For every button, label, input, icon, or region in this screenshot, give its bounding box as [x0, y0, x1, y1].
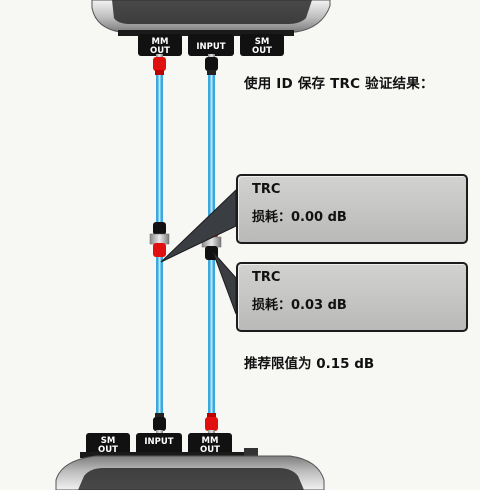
top-test-device — [91, 0, 331, 36]
heading-save-trc-results: 使用 ID 保存 TRC 验证结果： — [244, 76, 434, 92]
bottom-test-device — [55, 448, 325, 490]
trc-result-loss-1: 损耗：0.00 dB — [252, 206, 347, 225]
bottom-port-mm-out-line2: OUT — [200, 445, 220, 455]
connector-top-left — [153, 54, 166, 75]
top-port-sm-out-line1: SM — [255, 37, 270, 47]
top-port-input-label: INPUT — [196, 42, 225, 52]
bottom-port-input: INPUT — [136, 433, 182, 455]
callout-pointer-1 — [160, 188, 237, 263]
trc-result-panel-2: TRC 损耗：0.03 dB — [236, 262, 468, 332]
connector-bottom-left — [153, 413, 166, 434]
trc-result-loss-2: 损耗：0.03 dB — [252, 294, 347, 313]
bottom-port-sm-out: SM OUT — [86, 433, 130, 455]
connector-top-right — [205, 54, 218, 75]
top-port-sm-out: SM OUT — [240, 34, 284, 56]
loss-label-2: 损耗： — [252, 298, 292, 313]
loss-value-1: 0.00 dB — [291, 210, 347, 225]
trc-result-title-2: TRC — [252, 270, 281, 285]
connector-bottom-right — [205, 413, 218, 434]
trc-result-title-1: TRC — [252, 182, 281, 197]
top-port-mm-out: MM OUT — [138, 34, 182, 56]
recommended-limit: 推荐限值为 0.15 dB — [244, 356, 375, 372]
adapter-left — [149, 222, 170, 257]
loss-value-2: 0.03 dB — [291, 298, 347, 313]
loss-label-1: 损耗： — [252, 210, 292, 225]
bottom-port-mm-out: MM OUT — [188, 433, 232, 455]
top-port-mm-out-line1: MM — [152, 37, 169, 47]
top-port-input: INPUT — [188, 34, 234, 56]
trc-result-panel-1: TRC 损耗：0.00 dB — [236, 174, 468, 244]
bottom-port-sm-out-line2: OUT — [98, 445, 118, 455]
top-port-mm-out-line2: OUT — [150, 46, 170, 56]
bottom-port-mm-out-line1: MM — [202, 436, 219, 446]
top-port-sm-out-line2: OUT — [252, 46, 272, 56]
callout-pointer-2 — [212, 251, 237, 315]
bottom-port-sm-out-line1: SM — [101, 436, 116, 446]
bottom-port-input-label: INPUT — [144, 437, 173, 447]
